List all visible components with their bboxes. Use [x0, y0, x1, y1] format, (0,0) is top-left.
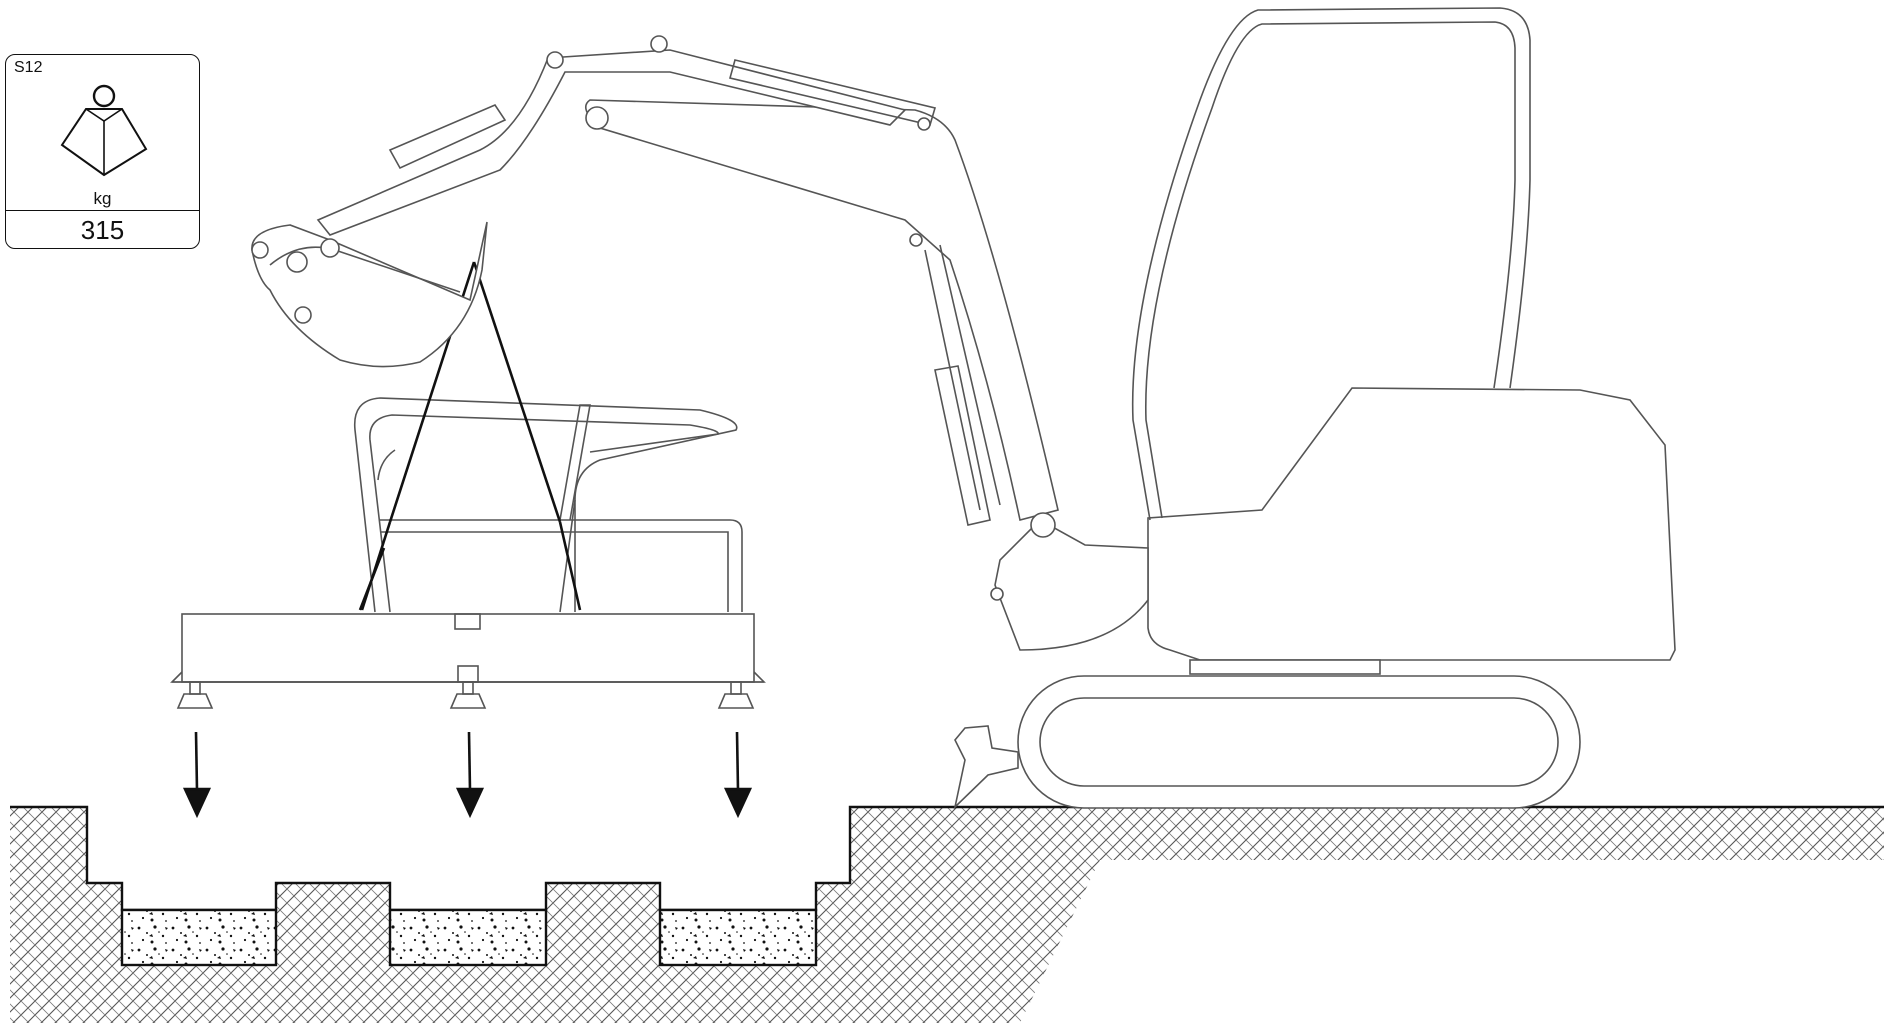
excavator-arm [316, 49, 907, 236]
excavator-boom [584, 99, 1059, 521]
frame-foot [176, 681, 214, 709]
weight-value: 315 [80, 215, 125, 245]
weight-unit: kg [93, 189, 112, 208]
arrow-down-icon [723, 731, 753, 819]
mini-excavator [251, 7, 1676, 810]
arrow-down-icon [182, 731, 212, 819]
excavator-bucket [251, 221, 488, 368]
ground-section [10, 805, 1884, 1023]
badge-code: S12 [14, 59, 43, 76]
footing-pit-left [120, 908, 278, 967]
dozer-blade [953, 725, 1019, 810]
excavator-canopy [1131, 7, 1531, 521]
badge-divider [6, 210, 199, 211]
arrow-down-icon [455, 731, 485, 819]
excavator-tracks [1017, 675, 1581, 809]
excavator-body [1147, 387, 1676, 661]
weight-badge: S12 kg 315 [5, 54, 200, 249]
frame-foot [717, 681, 755, 709]
weight-icon [60, 84, 148, 177]
footing-pit-center [388, 908, 548, 967]
placement-arrows [182, 731, 753, 819]
footing-pit-right [658, 908, 818, 967]
footing-pits [120, 908, 818, 967]
frame-load [170, 397, 766, 709]
frame-foot [449, 681, 487, 709]
